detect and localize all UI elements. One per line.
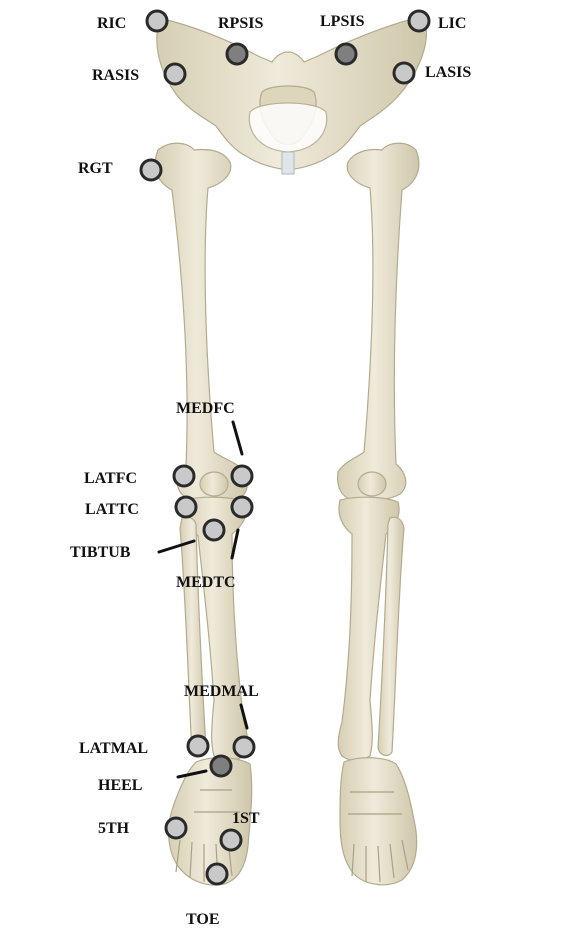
rgt-marker [141,160,161,180]
heel-marker [211,756,231,776]
medmal-label: MEDMAL [184,683,259,700]
lic-label: LIC [438,15,466,32]
pubic-symphysis [282,152,294,174]
latmal-label: LATMAL [79,740,148,757]
right-femur [155,143,247,501]
lpsis-label: LPSIS [320,13,365,30]
1st-label: 1ST [232,810,260,827]
latfc-marker [174,466,194,486]
ric-marker [147,11,167,31]
medtc-leader-line [232,530,238,558]
left-femur [338,143,419,501]
rasis-marker [165,64,185,84]
rgt-label: RGT [78,160,113,177]
medfc-label: MEDFC [176,400,235,417]
latmal-marker [188,736,208,756]
lpsis-marker [336,44,356,64]
tibtub-label: TIBTUB [70,544,131,561]
5th-marker [166,818,186,838]
lasis-marker [394,63,414,83]
medtc-label: MEDTC [176,574,236,591]
latfc-label: LATFC [84,470,137,487]
ric-label: RIC [97,15,126,32]
heel-label: HEEL [98,777,142,794]
5th-label: 5TH [98,820,130,837]
toe-label: TOE [186,911,220,928]
rpsis-label: RPSIS [218,15,263,32]
right-patella [200,472,228,496]
left-patella [358,472,386,496]
rpsis-marker [227,44,247,64]
rasis-label: RASIS [92,67,139,84]
medmal-marker [234,737,254,757]
tibtub-marker [204,520,224,540]
lasis-label: LASIS [425,64,471,81]
medtc-marker [232,497,252,517]
toe-marker [207,864,227,884]
lattc-marker [176,497,196,517]
left-foot [340,758,417,885]
1st-marker [221,830,241,850]
medfc-marker [232,466,252,486]
lic-marker [409,11,429,31]
lattc-label: LATTC [85,501,139,518]
medfc-leader-line [233,422,242,454]
